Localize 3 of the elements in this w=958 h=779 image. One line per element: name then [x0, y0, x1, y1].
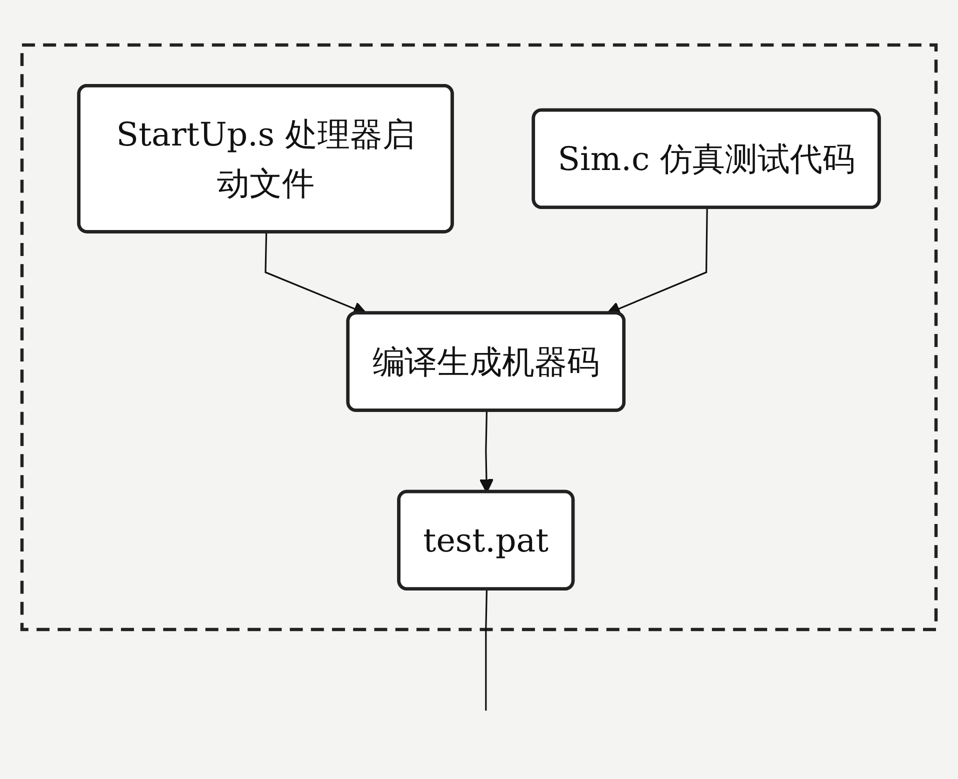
arrow — [606, 208, 708, 315]
connector — [485, 589, 488, 710]
cluster — [20, 42, 938, 631]
